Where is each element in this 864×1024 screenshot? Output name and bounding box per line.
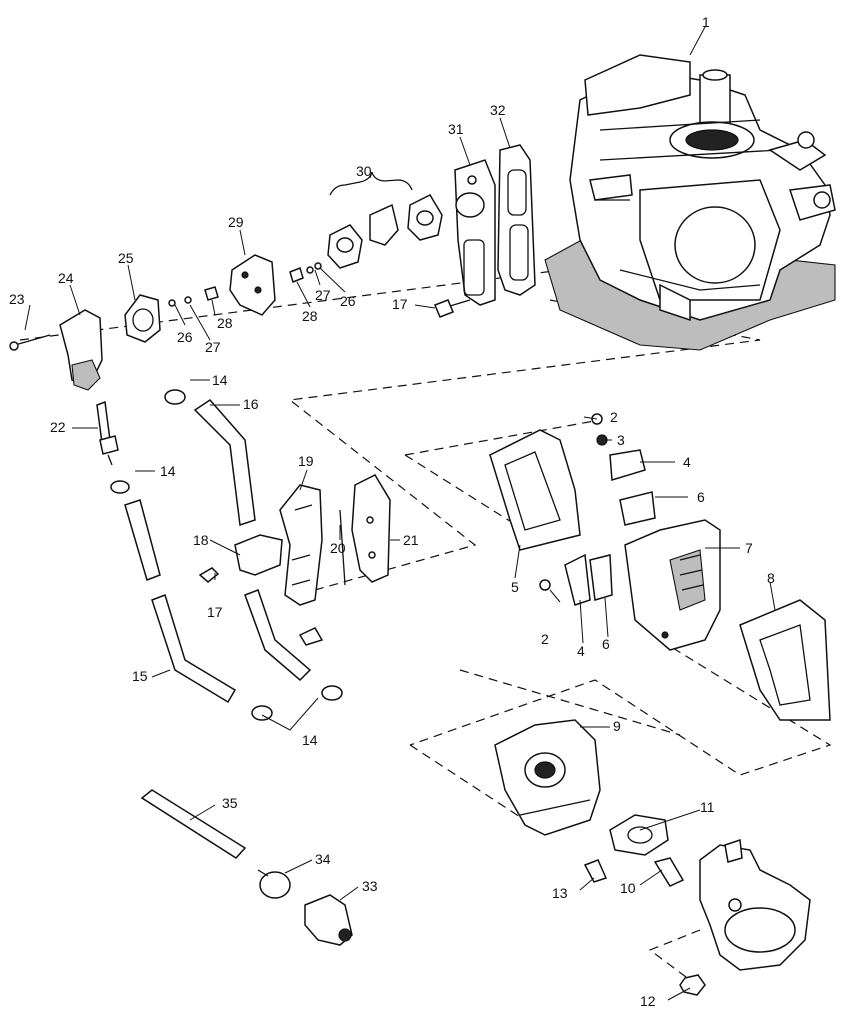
callout-20: 20 bbox=[330, 540, 346, 556]
engine-block bbox=[544, 54, 836, 351]
callout-17-b: 17 bbox=[207, 604, 223, 620]
callout-34: 34 bbox=[315, 851, 331, 867]
elbow-24 bbox=[59, 309, 103, 391]
callout-26-b: 26 bbox=[340, 293, 356, 309]
callout-30: 30 bbox=[356, 163, 372, 179]
callout-9: 9 bbox=[613, 718, 621, 734]
callout-19: 19 bbox=[298, 453, 314, 469]
carburetor bbox=[699, 838, 811, 971]
gasket-32 bbox=[497, 144, 536, 296]
nut-12 bbox=[679, 974, 706, 996]
housing-29 bbox=[229, 254, 276, 316]
callout-18: 18 bbox=[193, 532, 209, 548]
shaft-35 bbox=[140, 789, 247, 859]
callout-4-upper: 4 bbox=[683, 454, 691, 470]
callout-32: 32 bbox=[490, 102, 506, 118]
studs bbox=[583, 857, 685, 887]
callout-22: 22 bbox=[50, 419, 66, 435]
reed-block-7 bbox=[624, 519, 721, 651]
callout-31: 31 bbox=[448, 121, 464, 137]
manifold-9 bbox=[494, 719, 601, 836]
gasket-8 bbox=[739, 599, 831, 721]
bracket-group bbox=[198, 474, 391, 646]
callout-4-lower: 4 bbox=[577, 643, 585, 659]
clamps bbox=[110, 389, 343, 721]
callout-33: 33 bbox=[362, 878, 378, 894]
callout-7: 7 bbox=[745, 540, 753, 556]
callout-28-b: 28 bbox=[302, 308, 318, 324]
callout-23: 23 bbox=[9, 291, 25, 307]
callout-3: 3 bbox=[617, 432, 625, 448]
callout-14-b: 14 bbox=[160, 463, 176, 479]
callout-6-upper: 6 bbox=[697, 489, 705, 505]
callout-12: 12 bbox=[640, 993, 656, 1009]
gasket-5 bbox=[489, 429, 581, 551]
callout-27-a: 27 bbox=[205, 339, 221, 355]
leader-lines bbox=[24, 26, 776, 1001]
gasket-25 bbox=[124, 294, 161, 343]
small-hardware bbox=[168, 262, 322, 307]
hoses bbox=[124, 399, 312, 704]
reed-hardware bbox=[539, 413, 656, 606]
callout-24: 24 bbox=[58, 270, 74, 286]
callout-26-a: 26 bbox=[177, 329, 193, 345]
plug-34 bbox=[257, 869, 291, 899]
callout-35: 35 bbox=[222, 795, 238, 811]
cap-33 bbox=[304, 894, 353, 946]
callout-labels: 1 2 3 4 6 5 7 8 9 10 11 12 13 14 14 14 1… bbox=[9, 14, 775, 1009]
callout-11: 11 bbox=[700, 799, 715, 815]
screw-23 bbox=[9, 334, 51, 351]
callout-29: 29 bbox=[228, 214, 244, 230]
sensor-22 bbox=[96, 400, 119, 466]
callout-6-lower: 6 bbox=[602, 636, 610, 652]
callout-10: 10 bbox=[620, 880, 636, 896]
callout-2-lower: 2 bbox=[541, 631, 549, 647]
callout-21: 21 bbox=[403, 532, 419, 548]
callout-16: 16 bbox=[243, 396, 259, 412]
callout-17-a: 17 bbox=[392, 296, 408, 312]
gasket-11 bbox=[609, 814, 669, 856]
callout-14-a: 14 bbox=[212, 372, 228, 388]
callout-1: 1 bbox=[702, 14, 710, 30]
valve-set-30 bbox=[327, 171, 443, 269]
callout-25: 25 bbox=[118, 250, 134, 266]
callout-15: 15 bbox=[132, 668, 148, 684]
screws-17 bbox=[434, 299, 471, 318]
callout-13: 13 bbox=[552, 885, 568, 901]
callout-27-b: 27 bbox=[315, 287, 331, 303]
callout-8: 8 bbox=[767, 570, 775, 586]
callout-14-c: 14 bbox=[302, 732, 318, 748]
callout-28-a: 28 bbox=[217, 315, 233, 331]
callout-5: 5 bbox=[511, 579, 519, 595]
cover-plate-31 bbox=[454, 159, 496, 306]
callout-2-upper: 2 bbox=[610, 409, 618, 425]
